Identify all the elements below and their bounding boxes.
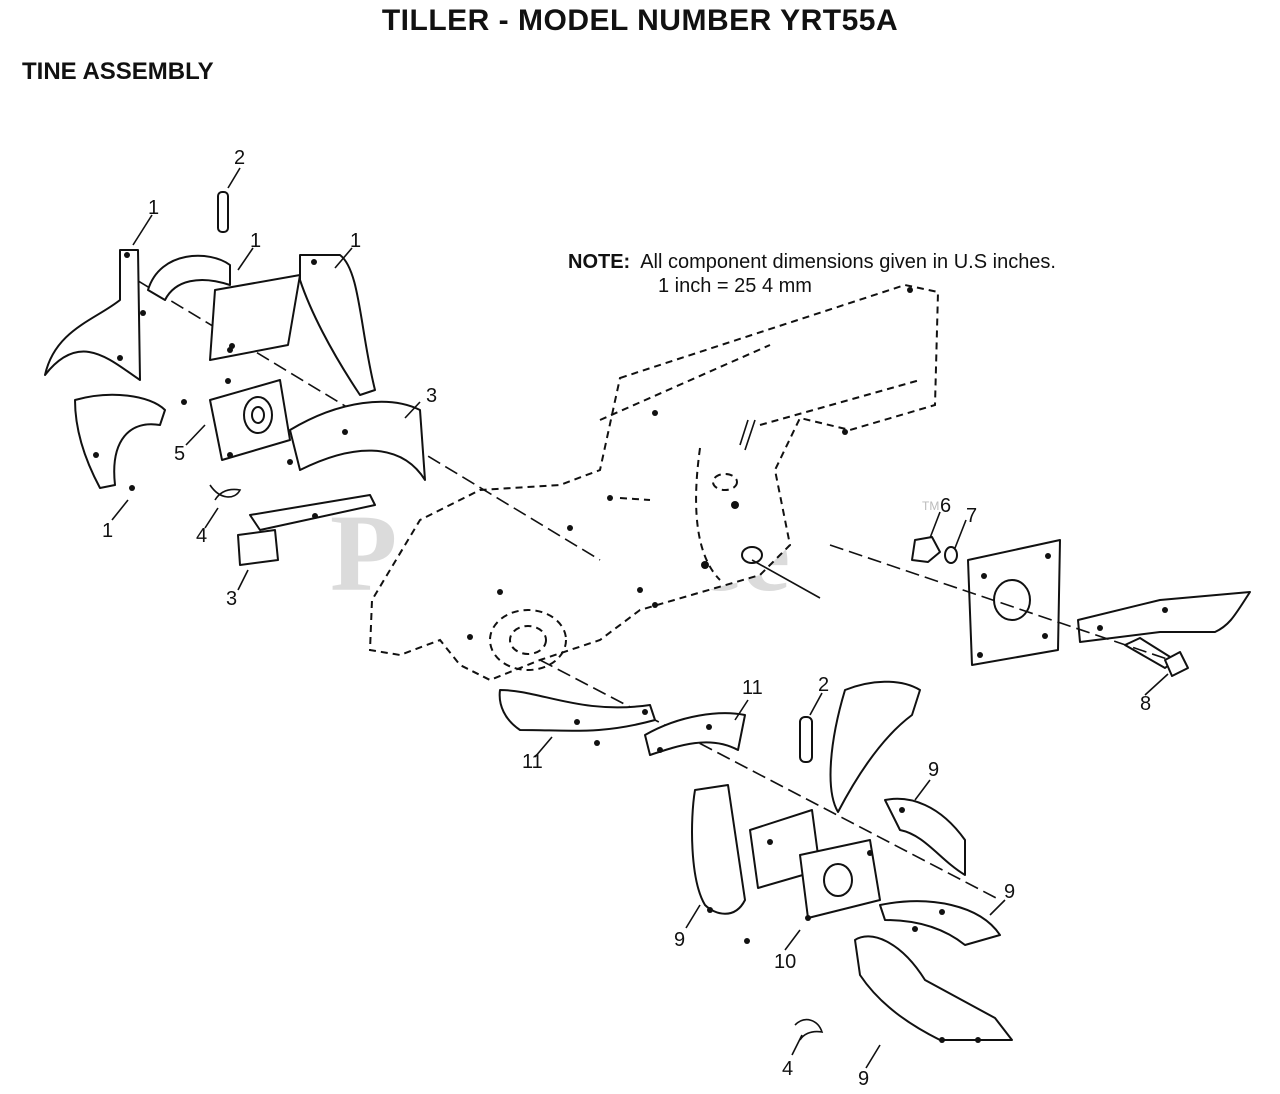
tine-3a xyxy=(289,400,426,481)
callout-6-nut: 6 xyxy=(940,495,951,517)
callout-9-tine-b: 9 xyxy=(928,759,939,781)
callout-4-clip-left: 4 xyxy=(196,525,207,547)
callout-7-washer: 7 xyxy=(966,505,977,527)
tine-1b xyxy=(44,249,141,381)
lower-right-tine-assembly xyxy=(498,659,1013,1043)
right-flange-group xyxy=(829,536,1251,677)
dimension-note: NOTE: All component dimensions given in U… xyxy=(568,250,1056,298)
tiller-housing xyxy=(368,283,940,682)
callout-8-bolt: 8 xyxy=(1140,693,1151,715)
callout-3-tine-a: 3 xyxy=(426,385,437,407)
rotation-arrow xyxy=(829,680,921,813)
right-tine xyxy=(1077,591,1251,643)
callout-1-tine-d: 1 xyxy=(102,520,113,542)
tine-9a xyxy=(691,784,746,915)
watermark-tm: TM xyxy=(922,499,939,513)
tine-9d xyxy=(854,935,1013,1041)
tine-3b-bar xyxy=(249,494,376,531)
callout-9-tine-d: 9 xyxy=(858,1068,869,1090)
tine-9b xyxy=(884,797,966,876)
left-tine-assembly xyxy=(44,191,601,566)
callout-10-flange: 10 xyxy=(774,951,796,973)
diagram-subtitle: TINE ASSEMBLY xyxy=(22,58,214,85)
washer-7 xyxy=(944,546,958,564)
callout-11-tine-a: 11 xyxy=(522,751,543,773)
tine-3b-foot xyxy=(237,529,279,566)
callout-9-tine-a: 9 xyxy=(674,929,685,951)
note-line-2: 1 inch = 25 4 mm xyxy=(658,275,812,297)
left-flange-plate xyxy=(209,274,301,361)
hex-nut-6 xyxy=(911,536,941,563)
note-line-1: All component dimensions given in U.S in… xyxy=(640,251,1056,273)
callout-11-tine-b: 11 xyxy=(742,677,763,699)
callout-1-tine-b: 1 xyxy=(250,230,261,252)
callout-4-clip-right: 4 xyxy=(782,1058,793,1080)
tine-1d xyxy=(74,393,166,489)
callout-5-flange: 5 xyxy=(174,443,185,465)
tine-9c xyxy=(879,900,1001,946)
callout-1-tine-a: 1 xyxy=(148,197,159,219)
callout-9-tine-c: 9 xyxy=(1004,881,1015,903)
pin-2-left xyxy=(217,191,229,233)
tine-1a xyxy=(147,254,231,301)
pin-2-right xyxy=(799,716,813,763)
callout-2-pin-left: 2 xyxy=(234,147,245,169)
leader-lines xyxy=(111,167,1169,1069)
diagram-title: TILLER - MODEL NUMBER YRT55A xyxy=(381,4,899,37)
note-label: NOTE: xyxy=(568,251,631,273)
callout-1-tine-c: 1 xyxy=(350,230,361,252)
tine-11b xyxy=(644,712,746,756)
callout-3-tine-b: 3 xyxy=(226,588,237,610)
tine-11a xyxy=(498,689,656,732)
callout-labels: 2 1 1 1 3 5 1 4 3 6 7 8 11 2 11 9 9 9 10… xyxy=(102,147,1151,1090)
callout-2-pin-right: 2 xyxy=(818,674,829,696)
tine-1c xyxy=(299,254,376,396)
